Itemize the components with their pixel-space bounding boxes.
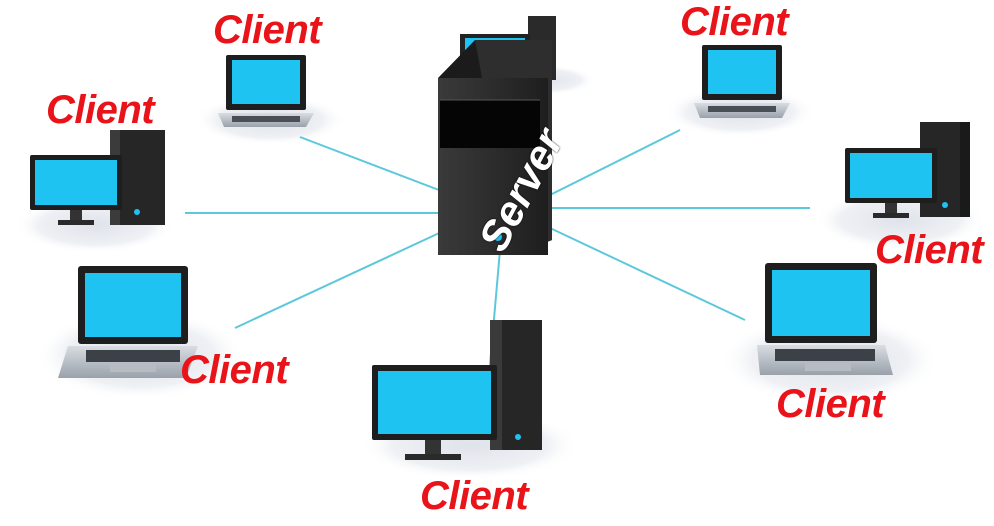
client-label-6: Client [776, 382, 885, 426]
client-label-3: Client [46, 88, 155, 132]
client-2-laptop [694, 45, 790, 118]
link-client-2 [549, 129, 681, 196]
server-power-light [494, 233, 502, 241]
client-label-5: Client [180, 348, 289, 392]
client-label-7: Client [420, 474, 529, 518]
server-tower [438, 40, 552, 255]
client-label-1: Client [213, 8, 322, 52]
client-5-laptop [58, 266, 198, 378]
link-client-1 [299, 136, 453, 196]
client-1-laptop [218, 55, 314, 127]
link-client-5 [234, 227, 451, 329]
client-4-desktop [845, 122, 970, 218]
client-3-desktop [30, 130, 165, 225]
link-client-6 [549, 227, 746, 321]
client-label-4: Client [875, 228, 984, 272]
client-6-laptop [757, 263, 893, 375]
client-7-desktop [372, 320, 542, 460]
client-label-2: Client [680, 0, 789, 44]
